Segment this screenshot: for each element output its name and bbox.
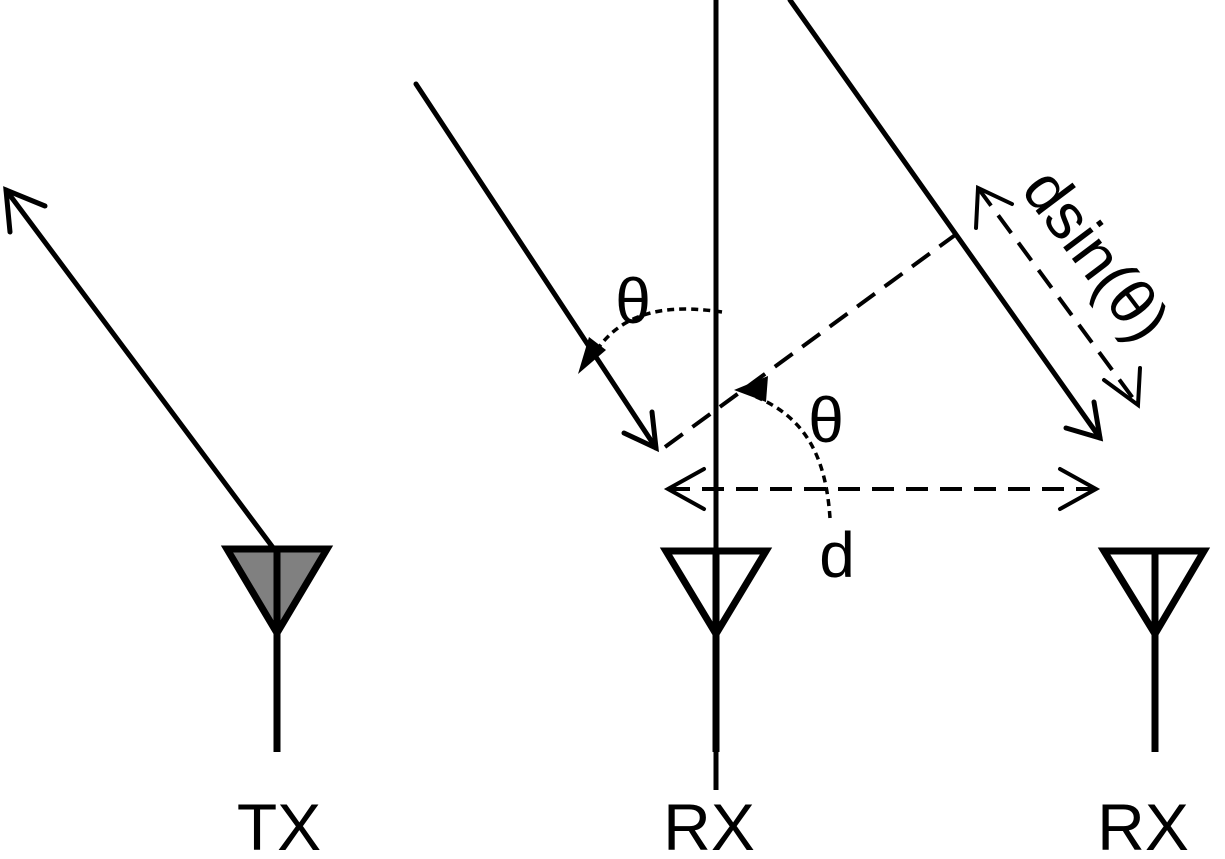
distance-arrowhead-left — [663, 467, 706, 511]
theta-mid-label: θ — [808, 384, 844, 456]
theta-top-label: θ — [615, 265, 651, 337]
tx-label: TX — [237, 790, 321, 859]
wavefront-line — [663, 228, 964, 449]
path-difference-arrowhead-top — [974, 184, 1014, 230]
incoming-ray-right-arrowhead — [1063, 399, 1104, 442]
incoming-ray-left-arrowhead — [621, 409, 659, 453]
distance-label: d — [819, 519, 855, 591]
tx-antenna-icon — [220, 545, 334, 752]
path-difference-arrowhead-bottom — [1102, 366, 1142, 409]
incoming-ray-left — [413, 81, 659, 453]
theta-arc-mid-arrowhead — [734, 376, 768, 402]
rx-left-antenna-icon — [659, 547, 773, 752]
path-difference-label: dsin(θ) — [1009, 155, 1184, 355]
path-difference-arrow — [974, 184, 1142, 409]
theta-arc-top — [578, 307, 723, 374]
theta-arc-mid — [734, 376, 832, 519]
rx-right-antenna-icon — [1097, 547, 1211, 752]
theta-arc-top-arrowhead — [578, 337, 606, 374]
distance-arrow — [663, 467, 1101, 511]
tx-ray-arrowhead — [3, 186, 48, 235]
rx-left-label: RX — [663, 790, 755, 859]
distance-arrowhead-right — [1058, 467, 1101, 511]
incoming-ray-right — [787, 0, 1104, 442]
tx-ray — [3, 186, 280, 556]
rx-right-label: RX — [1097, 790, 1189, 859]
